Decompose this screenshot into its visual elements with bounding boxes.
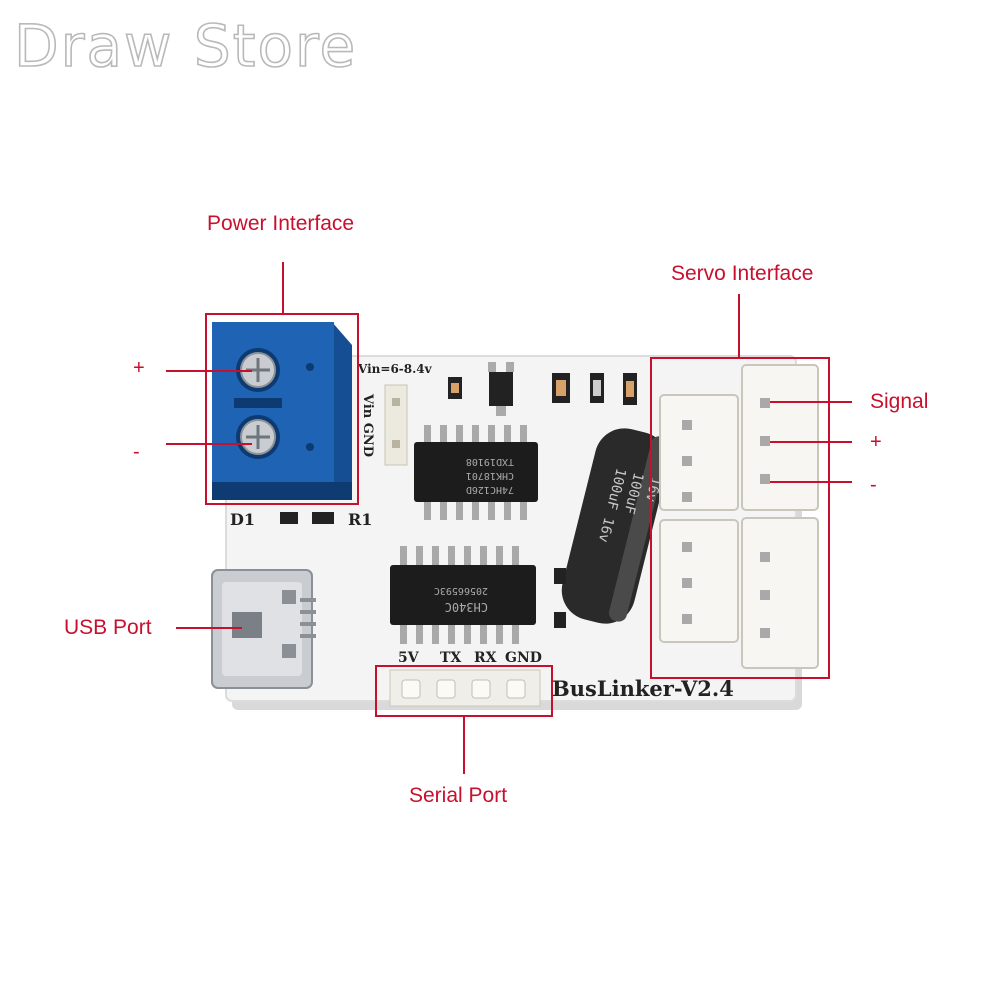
usb-port-label: USB Port	[64, 616, 152, 639]
power-interface-label: Power Interface	[207, 212, 355, 235]
power-minus-label: -	[133, 441, 140, 463]
ic-top-line-1: 74HC126D	[465, 484, 514, 495]
terminal-block	[212, 322, 352, 500]
serial-port-leader	[463, 716, 465, 774]
vin-range-silk: Vin=6-8.4v	[358, 362, 432, 376]
r1-silk: R1	[348, 510, 373, 529]
d1-silk: D1	[230, 510, 256, 529]
power-plus-leader	[166, 370, 252, 372]
watermark-text: Draw Store	[13, 11, 358, 81]
serial-port-box	[375, 665, 553, 717]
power-interface-leader	[282, 262, 284, 314]
power-minus-leader	[166, 443, 252, 445]
board-model-silk: BusLinker-V2.4	[552, 676, 734, 701]
servo-plus-leader	[770, 441, 852, 443]
signal-leader	[770, 401, 852, 403]
serial-pin-5v: 5V	[398, 650, 419, 666]
servo-interface-box	[650, 357, 830, 679]
usb-connector	[211, 569, 316, 689]
ic-bottom-line-2: 20566593C	[433, 585, 488, 596]
ic-74hc126	[414, 425, 538, 520]
serial-port-label: Serial Port	[409, 784, 508, 807]
serial-header	[389, 669, 541, 707]
vin-gnd-silk: Vin GND	[360, 393, 376, 458]
servo-minus-leader	[770, 481, 852, 483]
servo-interface-leader	[738, 294, 740, 358]
ic-top-line-2: CHK18701	[465, 470, 514, 481]
power-plus-label: +	[133, 357, 145, 379]
ic-bottom-line-1: CH340C	[444, 600, 488, 614]
signal-label: Signal	[870, 390, 929, 413]
ic-top-line-3: TXD19108	[465, 456, 514, 467]
electrolytic-capacitor	[561, 428, 670, 624]
serial-pin-gnd: GND	[505, 650, 542, 666]
servo-plus-label: +	[870, 431, 882, 453]
serial-pin-tx: TX	[440, 650, 462, 666]
ic-ch340c	[390, 546, 536, 644]
power-interface-box	[205, 313, 359, 505]
servo-interface-label: Servo Interface	[671, 262, 814, 285]
servo-minus-label: -	[870, 474, 877, 496]
serial-pin-rx: RX	[474, 650, 497, 666]
usb-port-leader	[176, 627, 242, 629]
